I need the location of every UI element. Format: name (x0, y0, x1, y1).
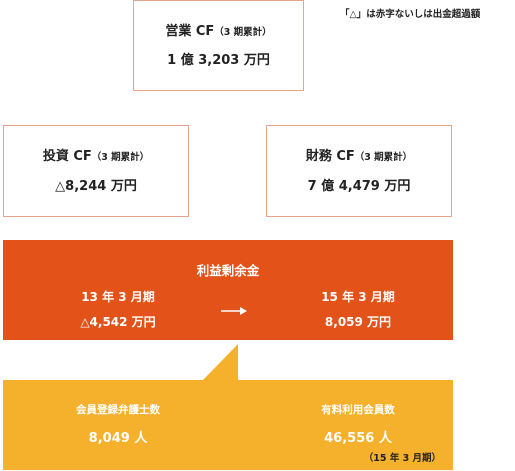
operating-cf-value: 1 億 3,203 万円 (167, 53, 270, 69)
financing-cf-title: 財務 CF (305, 149, 355, 165)
lawyers-count: 会員登録弁護士数 8,049 人 (43, 402, 193, 446)
from-value: △4,542 万円 (80, 315, 156, 329)
callout-shape (3, 344, 453, 470)
retained-earnings-panel: 利益剰余金 13 年 3 月期 △4,542 万円 15 年 3 月期 8,05… (3, 240, 453, 340)
financing-cf-subtitle: （3 期累計） (354, 152, 413, 164)
paid-members-count: 有料利用会員数 46,556 人 (283, 402, 433, 446)
right-arrow-icon (221, 307, 247, 315)
operating-cf-title: 営業 CF (165, 23, 215, 39)
financing-cf-value: 7 億 4,479 万円 (307, 178, 411, 194)
operating-cf-box: 営業 CF（3 期累計） 1 億 3,203 万円 (133, 0, 304, 91)
investing-cf-box: 投資 CF（3 期累計） △8,244 万円 (3, 125, 189, 217)
financing-cf-box: 財務 CF（3 期累計） 7 億 4,479 万円 (266, 125, 452, 217)
investing-cf-subtitle: （3 期累計） (91, 152, 150, 164)
retained-earnings-title: 利益剰余金 (196, 263, 260, 278)
to-value: 8,059 万円 (324, 315, 392, 329)
from-period: 13 年 3 月期 (81, 290, 155, 304)
retained-earnings-to: 15 年 3 月期 8,059 万円 (283, 288, 433, 330)
lawyers-value: 8,049 人 (88, 431, 148, 446)
investing-cf-title: 投資 CF (42, 149, 92, 165)
retained-earnings-from: 13 年 3 月期 △4,542 万円 (43, 288, 193, 330)
paid-members-value: 46,556 人 (324, 431, 392, 446)
paid-members-label: 有料利用会員数 (321, 404, 395, 416)
members-callout: 会員登録弁護士数 8,049 人 有料利用会員数 46,556 人 （15 年 … (3, 344, 453, 470)
members-period-note: （15 年 3 月期） (363, 453, 441, 464)
lawyers-label: 会員登録弁護士数 (76, 404, 160, 416)
operating-cf-subtitle: （3 期累計） (214, 26, 272, 38)
to-period: 15 年 3 月期 (321, 290, 395, 304)
legend-note: 「△」は赤字ないしは出金超過額 (340, 9, 481, 20)
investing-cf-value: △8,244 万円 (55, 178, 137, 194)
